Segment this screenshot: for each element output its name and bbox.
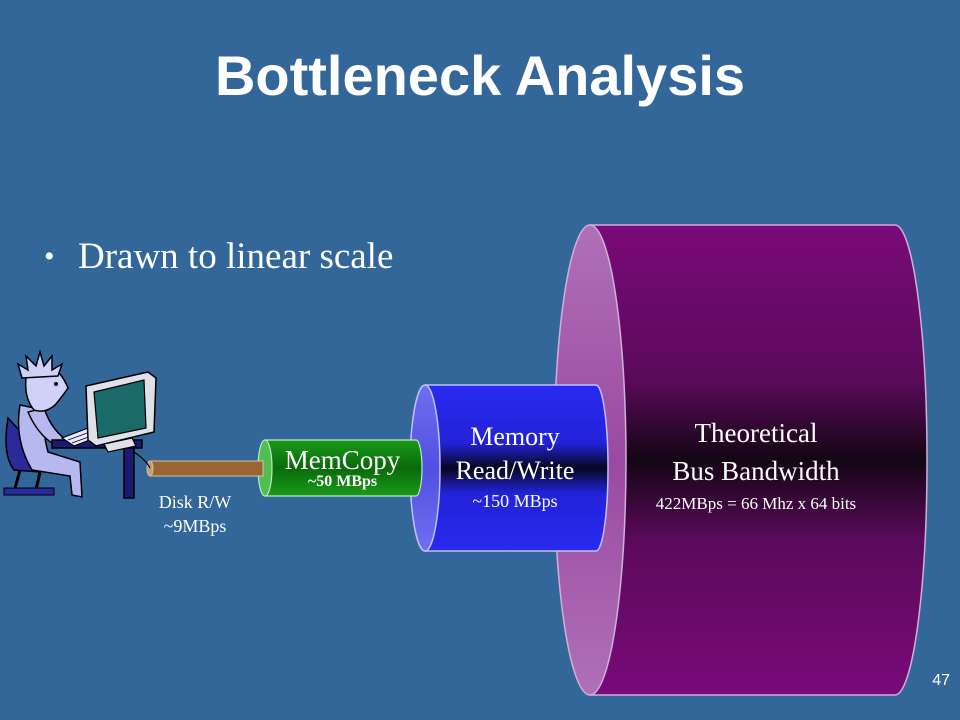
memory-label-line2: Read/Write	[455, 456, 575, 485]
person-at-computer-icon	[3, 349, 157, 499]
disk-label-name: Disk R/W	[158, 492, 232, 512]
bus-label-line2: Bus Bandwidth	[672, 456, 840, 486]
bullet-dot-icon: •	[44, 240, 55, 273]
bullet-text: Drawn to linear scale	[78, 236, 394, 277]
memcopy-label-value: ~50 MBps	[307, 473, 378, 490]
bus-label-line1: Theoretical	[694, 418, 818, 448]
memory-label-line1: Memory	[470, 422, 560, 451]
disk-label: Disk R/W ~9MBps	[130, 490, 260, 538]
disk-pipe	[146, 460, 264, 477]
bus-label-value: 422MBps = 66 Mhz x 64 bits	[655, 494, 857, 513]
slide-title: Bottleneck Analysis	[214, 44, 746, 107]
memcopy-label-name: MemCopy	[284, 445, 401, 475]
bus-label: Theoretical Bus Bandwidth 422MBps = 66 M…	[614, 414, 898, 518]
memory-readwrite-cylinder	[409, 384, 609, 552]
memcopy-cylinder	[257, 439, 423, 497]
page-number: 47	[932, 672, 950, 689]
bullet-item: • Drawn to linear scale	[44, 232, 393, 282]
disk-label-value: ~9MBps	[163, 516, 227, 536]
memory-label: Memory Read/Write ~150 MBps	[430, 420, 600, 514]
memcopy-label: MemCopy ~50 MBps	[265, 444, 420, 490]
memory-label-value: ~150 MBps	[472, 491, 558, 511]
